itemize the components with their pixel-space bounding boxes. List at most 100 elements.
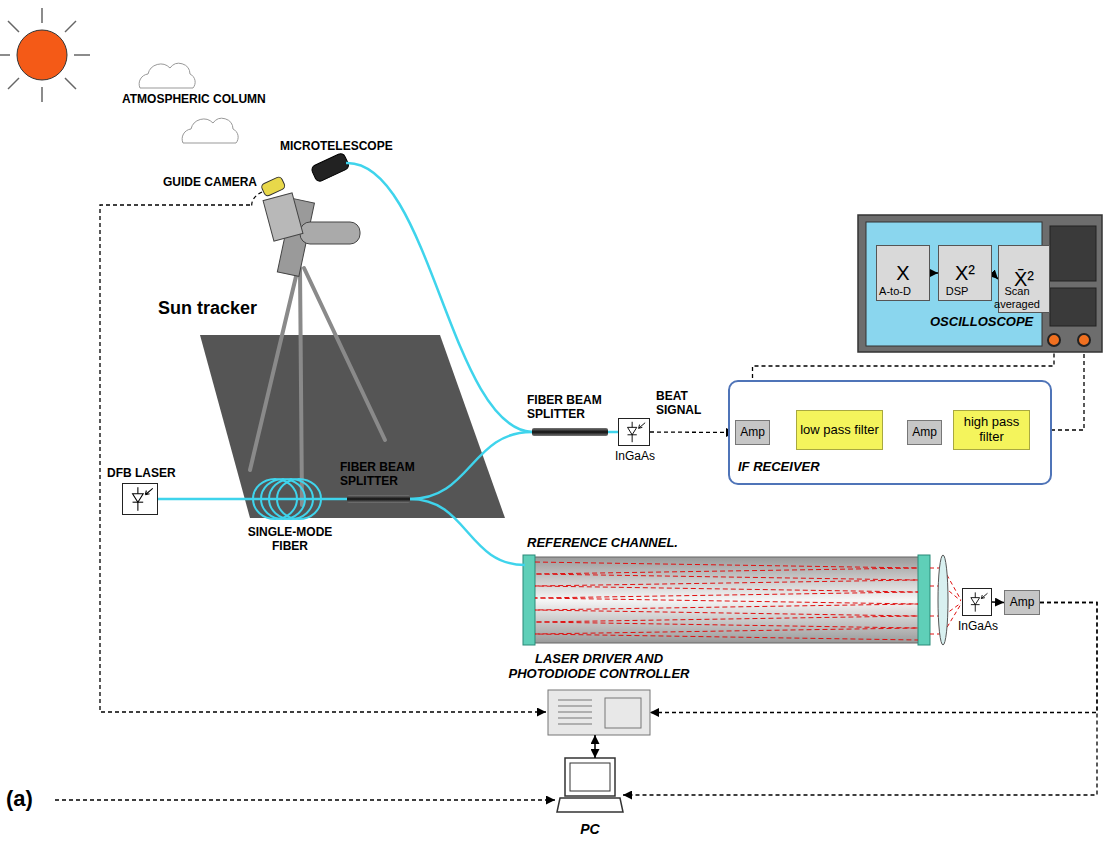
oscilloscope: OSCILLOSCOPEXA-to-DX²DSPX̄²Scan averaged [858,215,1102,352]
optical-fiber [158,498,347,501]
node-label: DFB LASER [107,467,183,481]
sun-tracker [300,222,360,244]
oscilloscope-panel [858,215,1102,352]
beam-splitter: FIBER BEAM SPLITTER [347,495,410,503]
node-label: OSCILLOSCOPE [930,315,1040,330]
node-label: Amp [1008,596,1037,610]
reference-cell [918,555,930,645]
filter-box: high pass filter [953,410,1030,450]
reference-cell [530,557,922,643]
annotation-label: (a) [6,786,33,811]
optical-fiber [410,499,525,565]
laser-driver-unit [558,724,592,725]
node-label: REFERENCE CHANNEL. [527,536,747,551]
annotation-label: SINGLE-MODE FIBER [240,526,340,554]
oscilloscope-panel [866,222,1042,346]
optical-fiber [608,431,618,434]
signal-wire [650,431,735,433]
laptop [557,758,623,812]
node-label: FIBER BEAM SPLITTER [527,394,627,422]
edge-label: BEAT SIGNAL [656,390,718,418]
sun [41,87,43,102]
diode-symbol [963,589,991,615]
sun-tracker [260,176,285,197]
sun [65,78,76,89]
reference-cell: REFERENCE CHANNEL. [525,555,930,645]
laser-driver-unit [605,698,641,728]
sun [0,8,90,102]
cloud [139,63,195,88]
laser-source: DFB LASER [122,483,158,515]
sun-tracker [252,192,262,208]
node-label: high pass filter [954,415,1029,445]
sun-tracker [250,268,298,470]
node-label: X² [953,262,977,285]
node-label: IF RECEIVER [738,460,888,475]
laser-driver-unit [558,700,592,724]
node-label: low pass filter [798,423,881,438]
filter-box: low pass filter [796,410,883,450]
annotation-label: GUIDE CAMERA [163,176,257,190]
laser-driver-unit [558,718,592,719]
if-receiver: IF RECEIVER Amp low pass filter Amp high pas… [728,380,1052,485]
reference-cell [523,555,535,645]
photodetector: InGaAs [962,588,992,616]
amplifier-box: Amp [907,420,942,445]
cloud [182,118,238,143]
oscilloscope-panel [1050,288,1096,326]
signal-block: X²DSP [938,245,992,301]
node-label: FIBER BEAM SPLITTER [340,461,440,489]
annotation-label: MICROTELESCOPE [280,140,393,154]
sun-tracker [263,193,303,241]
reference-cell [938,555,948,645]
signal-block: XA-to-D [876,245,930,301]
oscilloscope-panel [1078,334,1090,346]
sun [74,54,90,56]
node-label: A-to-D [865,285,925,298]
node-label: InGaAs [611,450,659,464]
laptop [557,798,623,812]
amplifier-box: Amp [735,420,770,445]
laser-driver-unit [558,700,592,701]
optical-fiber [410,432,532,499]
laser-driver-unit [548,690,650,735]
control-wire [55,799,555,800]
amplifier-box: Amp [1004,590,1040,615]
connector [992,601,1004,603]
node-label: Amp [910,426,939,440]
sun-tracker [310,152,350,183]
laser-driver-unit [558,706,592,707]
computer: PC [557,758,623,815]
annotation-label: ATMOSPHERIC COLUMN [122,93,266,107]
laser-driver-unit [558,712,592,713]
sun-tracker [300,268,302,505]
sun [0,8,90,102]
oscilloscope-panel [1048,334,1060,346]
laser-driver-unit [548,690,650,735]
signal-wire [650,603,1097,713]
oscilloscope-panel [1050,226,1096,281]
node-label: Amp [738,426,767,440]
sun [8,78,19,89]
reference-cell [535,562,918,640]
sun [41,8,43,23]
connector [594,735,596,758]
node-label: DSP [927,285,987,298]
beam-splitter: FIBER BEAM SPLITTER [532,428,608,436]
node-label: InGaAs [954,620,1002,634]
sun [0,54,10,56]
sun-tracker [200,152,505,518]
control-wire [100,205,546,712]
signal-wire [623,603,1097,796]
node-label: LASER DRIVER AND PHOTODIODE CONTROLLER [494,652,704,682]
sun [8,21,19,32]
reference-cell [523,555,961,645]
oscilloscope-panel [858,215,1102,352]
sun-tracker [304,268,385,440]
laser-driver: LASER DRIVER AND PHOTODIODE CONTROLLER [548,690,650,735]
node-label: X [894,262,911,285]
node-label: PC [557,821,623,837]
sun [17,30,67,80]
connector [930,272,938,274]
